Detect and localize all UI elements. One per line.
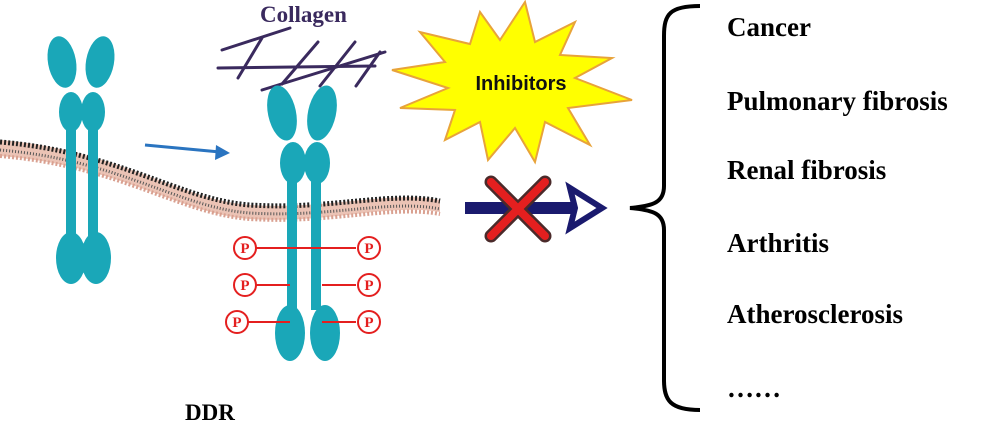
membrane-bilayer-top [0, 139, 441, 209]
ddr-label: DDR [185, 400, 235, 425]
disease-item: Atherosclerosis [727, 299, 903, 329]
active-left-stalk [287, 170, 297, 310]
active-right-kinase [310, 305, 340, 361]
active-right-stalk [311, 170, 321, 310]
active-left-top-lobe [267, 85, 297, 141]
disease-item: Cancer [727, 12, 811, 42]
phospho-label-l2: P [240, 278, 249, 294]
phosphorylation-sites [225, 236, 381, 334]
disease-item: Pulmonary fibrosis [727, 86, 948, 116]
receptor-left-kinase [56, 232, 86, 284]
phospho-circle-l1 [233, 236, 257, 260]
phospho-circle-r1 [357, 236, 381, 260]
ddr-receptor-inactive [47, 36, 115, 284]
disease-item-ellipsis: …… [727, 373, 781, 403]
active-right-mid-lobe [304, 142, 330, 184]
active-right-top-lobe [307, 85, 337, 141]
inhibitors-label: Inhibitors [475, 73, 566, 95]
receptor-right-stalk [88, 120, 98, 250]
phospho-label-r1: P [364, 241, 373, 257]
phospho-circle-l3 [225, 310, 249, 334]
inhibitors-starburst: Inhibitors [391, 0, 633, 165]
disease-item: Arthritis [727, 228, 829, 258]
block-x-icon [484, 175, 552, 243]
phospho-label-l1: P [240, 241, 249, 257]
receptor-right-top-lobe [85, 36, 115, 88]
collagen-fibers [216, 26, 387, 92]
membrane-lower-band [0, 154, 441, 222]
starburst-shape [391, 0, 633, 165]
disease-item: Renal fibrosis [727, 155, 886, 185]
curly-brace [629, 4, 701, 412]
receptor-left-top-lobe [47, 36, 77, 88]
disease-list: Cancer Pulmonary fibrosis Renal fibrosis… [727, 12, 948, 403]
activation-arrow [144, 143, 230, 160]
phospho-label-l3: P [232, 315, 241, 331]
receptor-right-mid-lobe [81, 92, 105, 132]
phospho-label-r2: P [364, 278, 373, 294]
active-left-mid-lobe [280, 142, 306, 184]
phospho-circle-r2 [357, 273, 381, 297]
phospho-circle-l2 [233, 273, 257, 297]
phospho-label-r3: P [364, 315, 373, 331]
receptor-left-stalk [66, 120, 76, 250]
blocked-arrow [465, 175, 608, 243]
receptor-right-kinase [81, 232, 111, 284]
phospho-circle-r3 [357, 310, 381, 334]
receptor-left-mid-lobe [59, 92, 83, 132]
ddr-receptor-active [267, 85, 340, 361]
active-left-kinase [275, 305, 305, 361]
collagen-label: Collagen [260, 2, 347, 27]
phospho-labels: P P P P P P [232, 241, 373, 331]
